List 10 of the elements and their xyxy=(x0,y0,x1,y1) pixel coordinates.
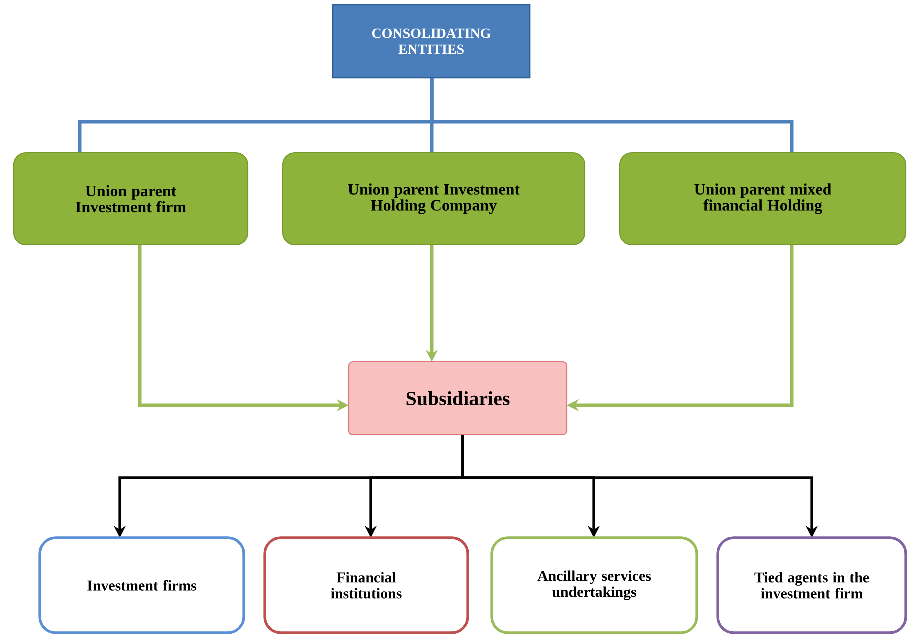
category-box: Financial institutions xyxy=(264,536,470,634)
category-box: Investment firms xyxy=(38,536,246,634)
category-box: Tied agents in the investment firm xyxy=(716,536,908,634)
entity-box: Union parent Investment firm xyxy=(13,152,249,246)
category-box: Ancillary services undertakings xyxy=(490,536,698,634)
header-box: CONSOLIDATING ENTITIES xyxy=(332,4,531,79)
connector xyxy=(430,78,794,153)
entity-box: Union parent mixed financial Holding xyxy=(619,152,907,246)
entity-box: Union parent Investment Holding Company xyxy=(282,152,586,246)
subsidiaries-box: Subsidiaries xyxy=(348,361,568,436)
